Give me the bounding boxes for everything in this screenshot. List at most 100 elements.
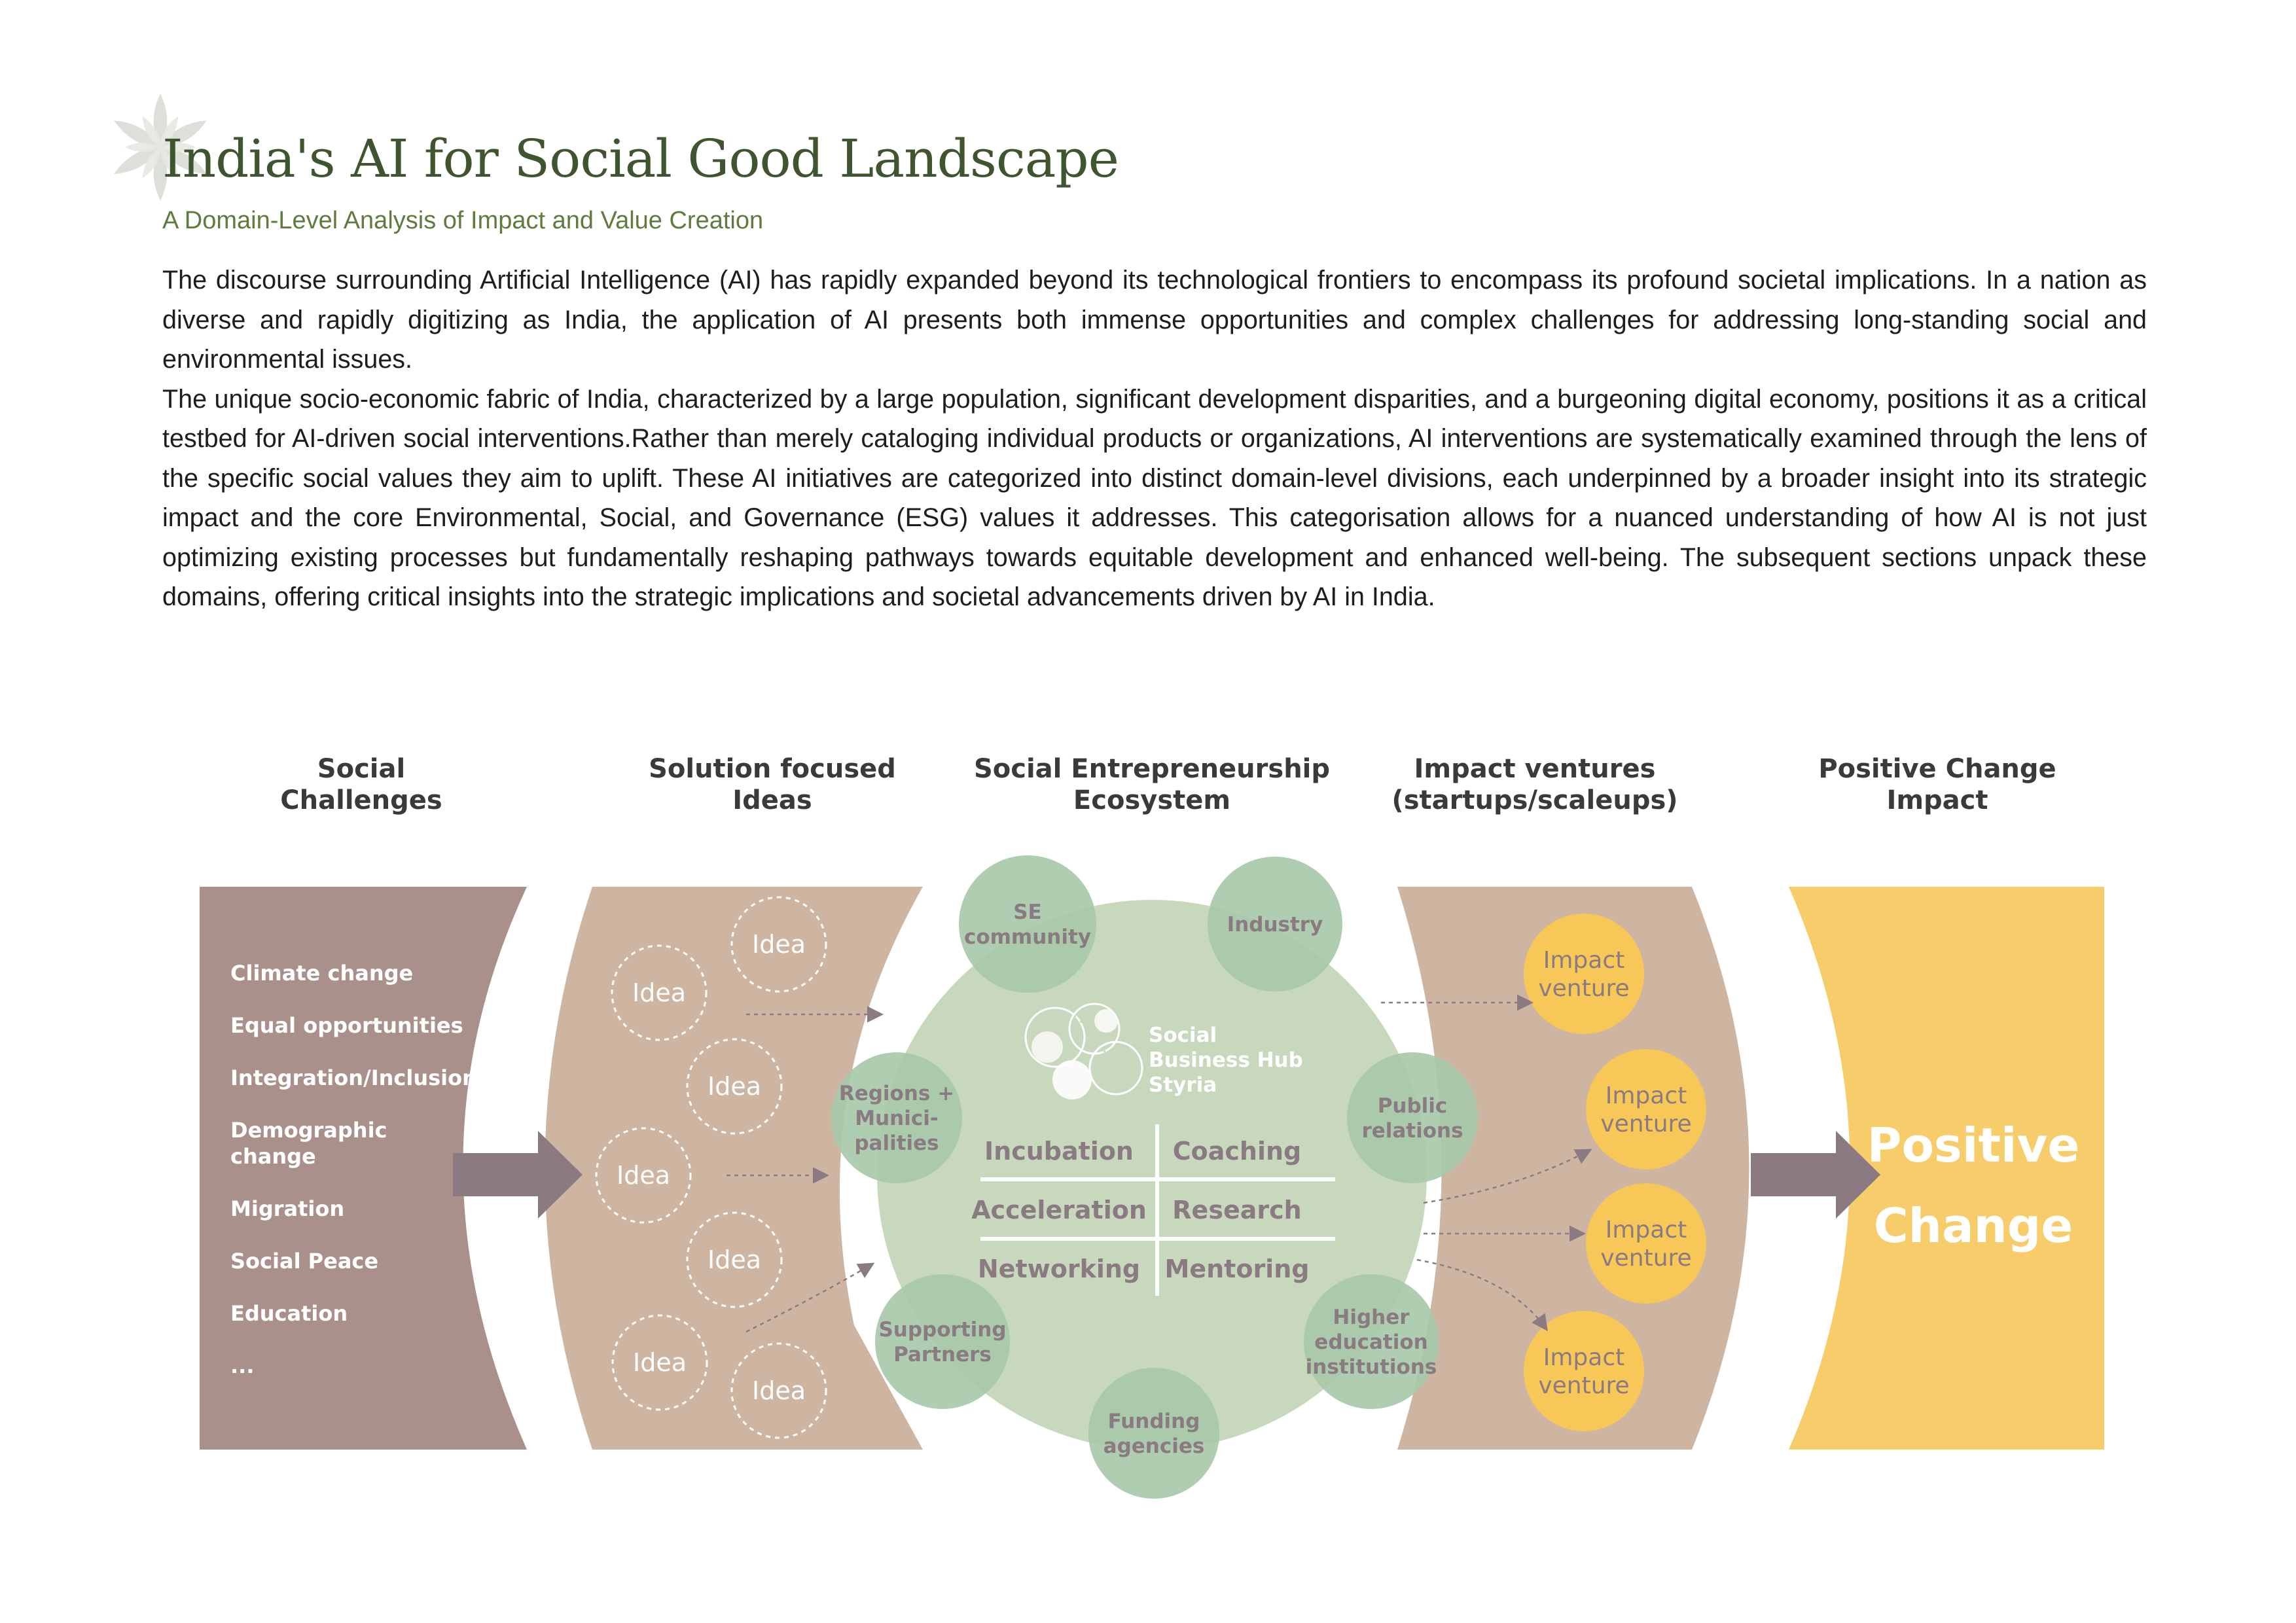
satellite-regions (831, 1052, 962, 1183)
impact-venture-circle (1524, 1311, 1644, 1431)
satellite-funding-agencies (1088, 1368, 1219, 1499)
impact-venture-label-line-1: Impact (1605, 1217, 1687, 1243)
idea-label: Idea (708, 1072, 761, 1101)
service-incubation: Incubation (984, 1137, 1134, 1166)
hub-logo-line-2: Business Hub (1149, 1048, 1303, 1072)
service-research: Research (1172, 1196, 1301, 1224)
intro-paragraph-1: The discourse surrounding Artificial Int… (162, 266, 2147, 374)
heading-ideas-line-2: Ideas (732, 785, 812, 815)
page-title: India's AI for Social Good Landscape (162, 128, 1119, 189)
idea-label: Idea (617, 1161, 670, 1190)
satellite-public-relations (1347, 1052, 1478, 1183)
satellite-regions-line-3: palities (854, 1132, 939, 1155)
ecosystem-circle (877, 900, 1427, 1450)
heading-ecosystem-line-1: Social Entrepreneurship (974, 754, 1330, 784)
idea-bubble (730, 1342, 827, 1439)
idea-label: Idea (752, 930, 806, 959)
heading-impact-line-1: Positive Change (1818, 754, 2056, 784)
intro-text: The discourse surrounding Artificial Int… (162, 260, 2147, 617)
service-acceleration: Acceleration (971, 1196, 1147, 1224)
idea-bubble (611, 944, 708, 1041)
satellite-higher-education-line-1: Higher (1333, 1306, 1410, 1329)
satellite-funding-agencies-line-1: Funding (1108, 1410, 1200, 1433)
idea-label: Idea (633, 1348, 687, 1377)
heading-challenges-line-2: Challenges (280, 785, 442, 815)
idea-bubble (686, 1038, 783, 1135)
flow-arrow (745, 1262, 875, 1333)
flow-arrow (1423, 1149, 1592, 1204)
heading-ideas-line-1: Solution focused (649, 754, 896, 784)
impact-venture-label-line-1: Impact (1605, 1082, 1687, 1109)
heading-impact-line-2: Impact (1886, 785, 1988, 815)
idea-label: Idea (752, 1376, 806, 1405)
page-subtitle: A Domain-Level Analysis of Impact and Va… (162, 207, 764, 234)
satellite-higher-education-line-3: institutions (1306, 1355, 1437, 1379)
service-mentoring: Mentoring (1165, 1255, 1310, 1283)
idea-bubble (611, 1314, 708, 1411)
satellite-industry (1208, 857, 1342, 991)
challenge-item: Demographic (230, 1118, 387, 1143)
social-business-hub-logo: Social Business Hub Styria (1024, 1003, 1303, 1099)
heading-ventures-line-1: Impact ventures (1414, 754, 1656, 784)
challenge-item: ... (230, 1353, 254, 1378)
arrow-ventures-to-impact (1751, 1131, 1880, 1219)
challenge-item: Integration/Inclusion (230, 1065, 477, 1090)
satellite-supporting-partners-line-1: Supporting (878, 1318, 1006, 1342)
service-networking: Networking (978, 1255, 1140, 1283)
satellite-public-relations-line-1: Public (1378, 1094, 1448, 1118)
satellite-se-community-line-2: community (964, 925, 1091, 949)
challenges-panel (200, 887, 527, 1450)
idea-label: Idea (632, 978, 686, 1007)
positive-change-line-2: Change (1874, 1198, 2073, 1253)
heading-ecosystem-line-2: Ecosystem (1073, 785, 1230, 815)
satellite-regions-line-1: Regions + (839, 1082, 954, 1105)
challenge-item: Climate change (230, 961, 413, 986)
satellite-se-community (959, 855, 1096, 993)
services-grid: Incubation Coaching Acceleration Researc… (971, 1124, 1335, 1296)
ideas-panel (545, 887, 923, 1450)
impact-venture-label-line-2: venture (1600, 1245, 1691, 1272)
satellite-regions-line-2: Munici- (855, 1107, 938, 1130)
satellite-higher-education (1304, 1274, 1439, 1409)
idea-label: Idea (708, 1245, 761, 1274)
impact-venture-label-line-1: Impact (1543, 947, 1625, 974)
challenge-item: Education (230, 1301, 348, 1326)
hub-logo-line-1: Social (1149, 1024, 1217, 1047)
idea-bubble (730, 896, 827, 993)
positive-change-line-1: Positive (1867, 1118, 2080, 1173)
satellite-industry-line-1: Industry (1227, 913, 1323, 936)
challenge-item: Equal opportunities (230, 1013, 463, 1038)
challenge-item: Social Peace (230, 1249, 378, 1274)
arrow-challenges-to-ideas (453, 1131, 583, 1219)
idea-bubble (595, 1127, 692, 1224)
challenge-item: Migration (230, 1196, 344, 1221)
heading-challenges-line-1: Social (317, 754, 405, 784)
intro-paragraph-2: The unique socio-economic fabric of Indi… (162, 384, 2147, 612)
lotus-logo-icon (114, 94, 207, 201)
satellite-public-relations-line-2: relations (1361, 1119, 1463, 1143)
ventures-panel (1397, 887, 1749, 1450)
heading-ventures-line-2: (startups/scaleups) (1391, 785, 1677, 815)
impact-ventures: ImpactventureImpactventureImpactventureI… (1524, 914, 1706, 1431)
impact-venture-label-line-2: venture (1538, 1372, 1629, 1399)
hub-logo-line-3: Styria (1149, 1073, 1217, 1097)
satellite-supporting-partners-line-2: Partners (893, 1343, 992, 1366)
impact-venture-circle (1586, 1049, 1706, 1169)
impact-venture-circle (1586, 1183, 1706, 1304)
satellite-supporting-partners (875, 1274, 1010, 1409)
impact-venture-label-line-2: venture (1538, 975, 1629, 1002)
idea-bubble (686, 1211, 783, 1308)
impact-panel (1789, 887, 2104, 1450)
flow-arrow (1416, 1258, 1548, 1332)
impact-venture-circle (1524, 914, 1644, 1034)
satellite-se-community-line-1: SE (1013, 901, 1042, 924)
flow-arrows (726, 994, 1592, 1333)
challenge-item: change (230, 1144, 316, 1169)
satellite-funding-agencies-line-2: agencies (1103, 1435, 1205, 1458)
satellite-higher-education-line-2: education (1314, 1330, 1427, 1354)
